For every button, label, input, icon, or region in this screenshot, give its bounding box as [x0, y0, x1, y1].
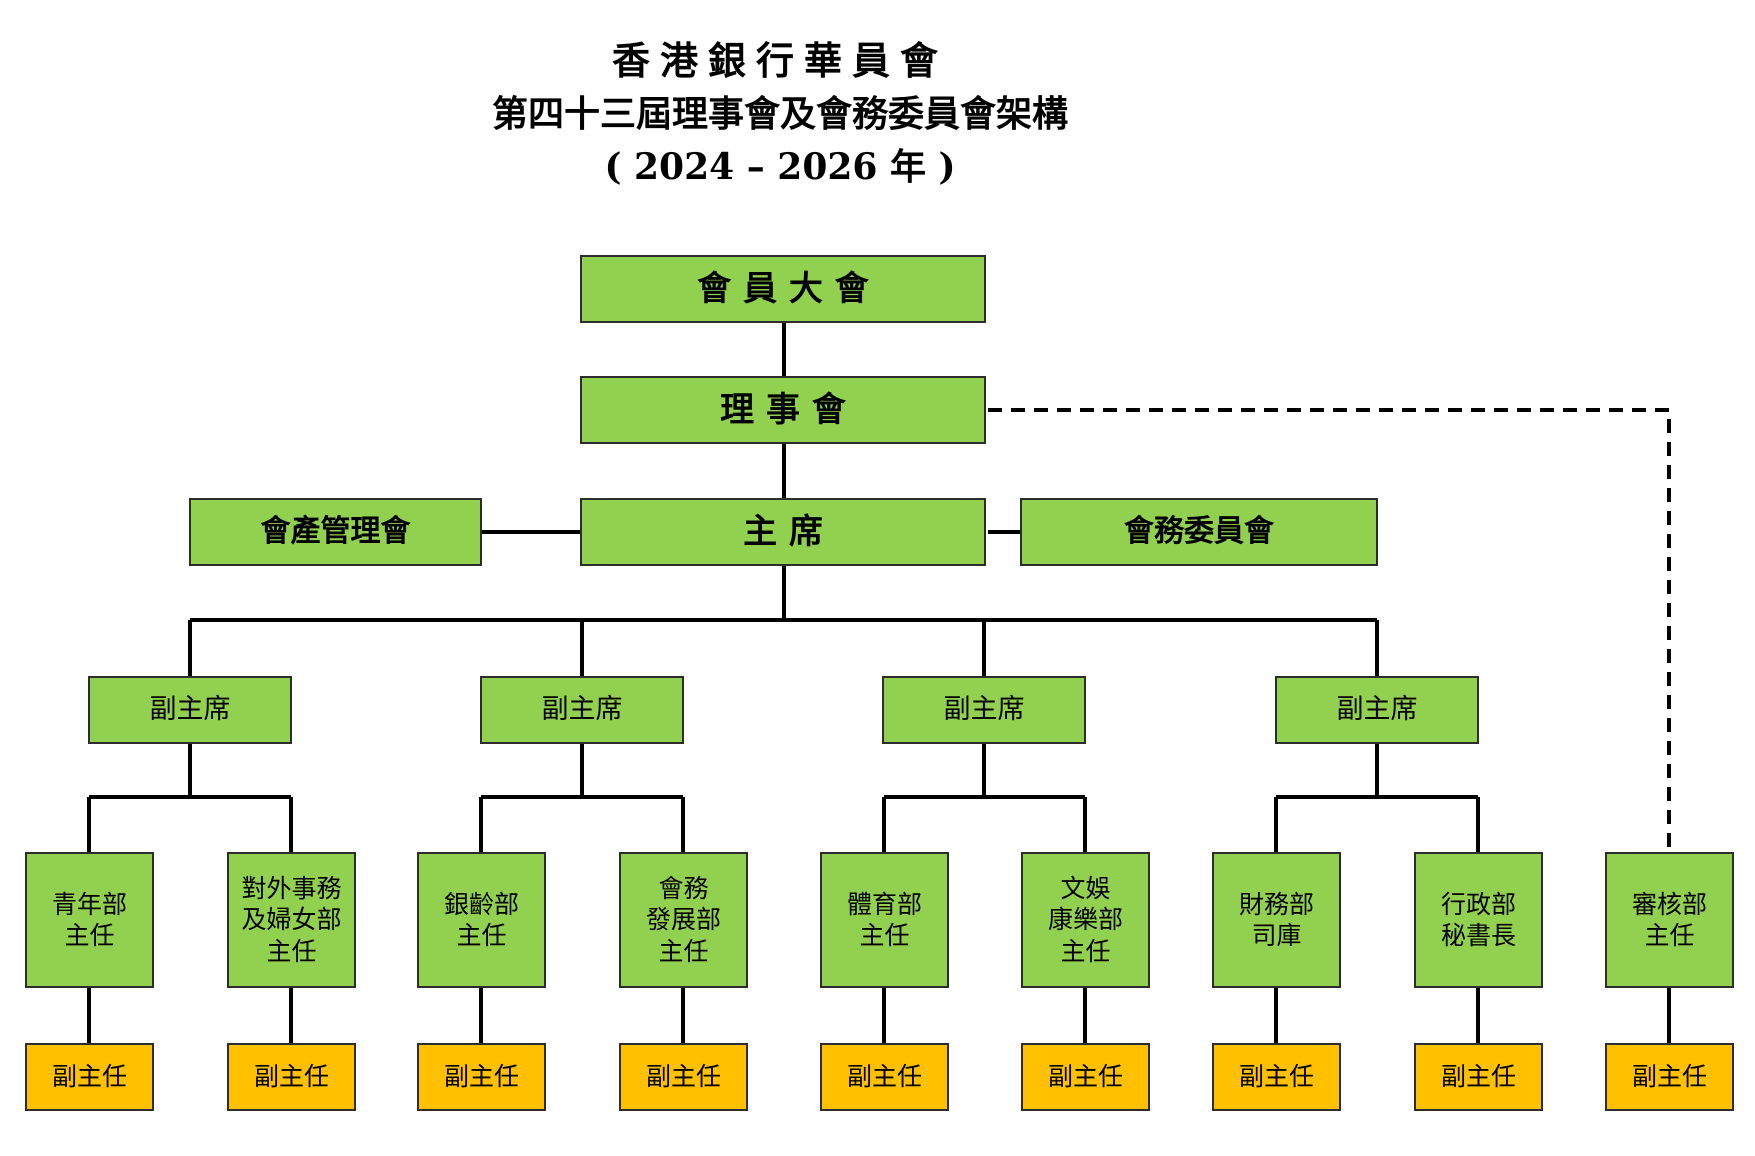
dept-recreation-box: 文娛 康樂部 主任: [1021, 852, 1150, 988]
deputy-box: 副主任: [1021, 1043, 1150, 1111]
council-box: 理 事 會: [580, 376, 986, 444]
chairman-box: 主 席: [580, 498, 986, 566]
deputy-box: 副主任: [25, 1043, 154, 1111]
deputy-box: 副主任: [619, 1043, 748, 1111]
org-subtitle: 第四十三屆理事會及會務委員會架構: [491, 93, 1068, 135]
dept-senior-box: 銀齡部 主任: [417, 852, 546, 988]
deputy-box: 副主任: [1605, 1043, 1734, 1111]
dept-external-women-box: 對外事務 及婦女部 主任: [227, 852, 356, 988]
deputy-box: 副主任: [1212, 1043, 1341, 1111]
vice-chair-box: 副主席: [1275, 676, 1479, 744]
dept-sports-box: 體育部 主任: [820, 852, 949, 988]
deputy-box: 副主任: [417, 1043, 546, 1111]
vice-chair-box: 副主席: [88, 676, 292, 744]
general-meeting-box: 會 員 大 會: [580, 255, 986, 323]
deputy-box: 副主任: [820, 1043, 949, 1111]
vice-chair-box: 副主席: [882, 676, 1086, 744]
org-term: ( 2024 – 2026 年 ): [604, 146, 956, 188]
org-title: 香港銀行華員會: [611, 38, 948, 83]
deputy-box: 副主任: [227, 1043, 356, 1111]
dept-audit-box: 審核部 主任: [1605, 852, 1734, 988]
dept-admin-box: 行政部 秘書長: [1414, 852, 1543, 988]
vice-chair-box: 副主席: [480, 676, 684, 744]
deputy-box: 副主任: [1414, 1043, 1543, 1111]
dept-finance-box: 財務部 司庫: [1212, 852, 1341, 988]
dept-youth-box: 青年部 主任: [25, 852, 154, 988]
dept-development-box: 會務 發展部 主任: [619, 852, 748, 988]
property-committee-box: 會產管理會: [189, 498, 482, 566]
affairs-committee-box: 會務委員會: [1020, 498, 1378, 566]
